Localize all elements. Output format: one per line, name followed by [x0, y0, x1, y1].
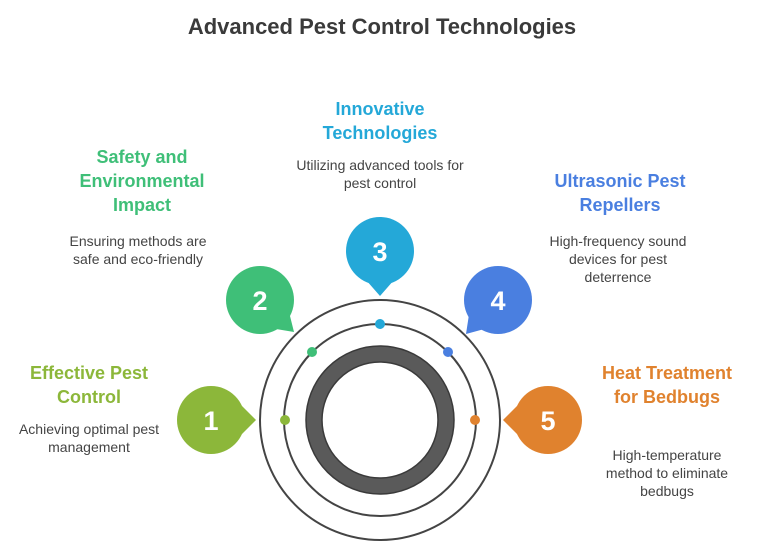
bubble-2: 2: [226, 266, 294, 334]
bubble-4: 4: [464, 266, 532, 334]
step-1-heading: Effective Pest Control: [29, 363, 149, 407]
dot-3: [375, 319, 385, 329]
step-3-heading: Innovative Technologies: [322, 99, 438, 143]
hub-ring-edge: [305, 345, 455, 495]
bubble-5: 5: [503, 386, 582, 454]
bubble-5-number: 5: [540, 406, 555, 436]
step-5-description: High-temperature method to eliminate bed…: [605, 447, 729, 499]
step-4-heading: Ultrasonic Pest Repellers: [554, 171, 686, 215]
step-4-description: High-frequency sound devices for pest de…: [549, 233, 687, 285]
dot-2: [307, 347, 317, 357]
step-5-heading: Heat Treatment for Bedbugs: [601, 363, 733, 407]
step-1-description: Achieving optimal pest management: [18, 421, 160, 455]
hub-ring-inner-edge: [321, 361, 439, 479]
step-3-description: Utilizing advanced tools for pest contro…: [296, 157, 464, 191]
step-2-description: Ensuring methods are safe and eco-friend…: [69, 233, 207, 267]
hub-ring: [306, 346, 454, 494]
dot-4: [443, 347, 453, 357]
bubble-1-number: 1: [203, 406, 218, 436]
bubble-2-number: 2: [252, 286, 267, 316]
dot-1: [280, 415, 290, 425]
bubble-1: 1: [177, 386, 256, 454]
outer-ring: [259, 299, 501, 541]
step-2-heading: Safety and Environmental Impact: [79, 147, 205, 215]
dot-5: [470, 415, 480, 425]
bubble-3-number: 3: [372, 237, 387, 267]
bubble-3: 3: [346, 217, 414, 296]
bubble-4-number: 4: [490, 286, 505, 316]
diagram-title: Advanced Pest Control Technologies: [187, 14, 577, 39]
